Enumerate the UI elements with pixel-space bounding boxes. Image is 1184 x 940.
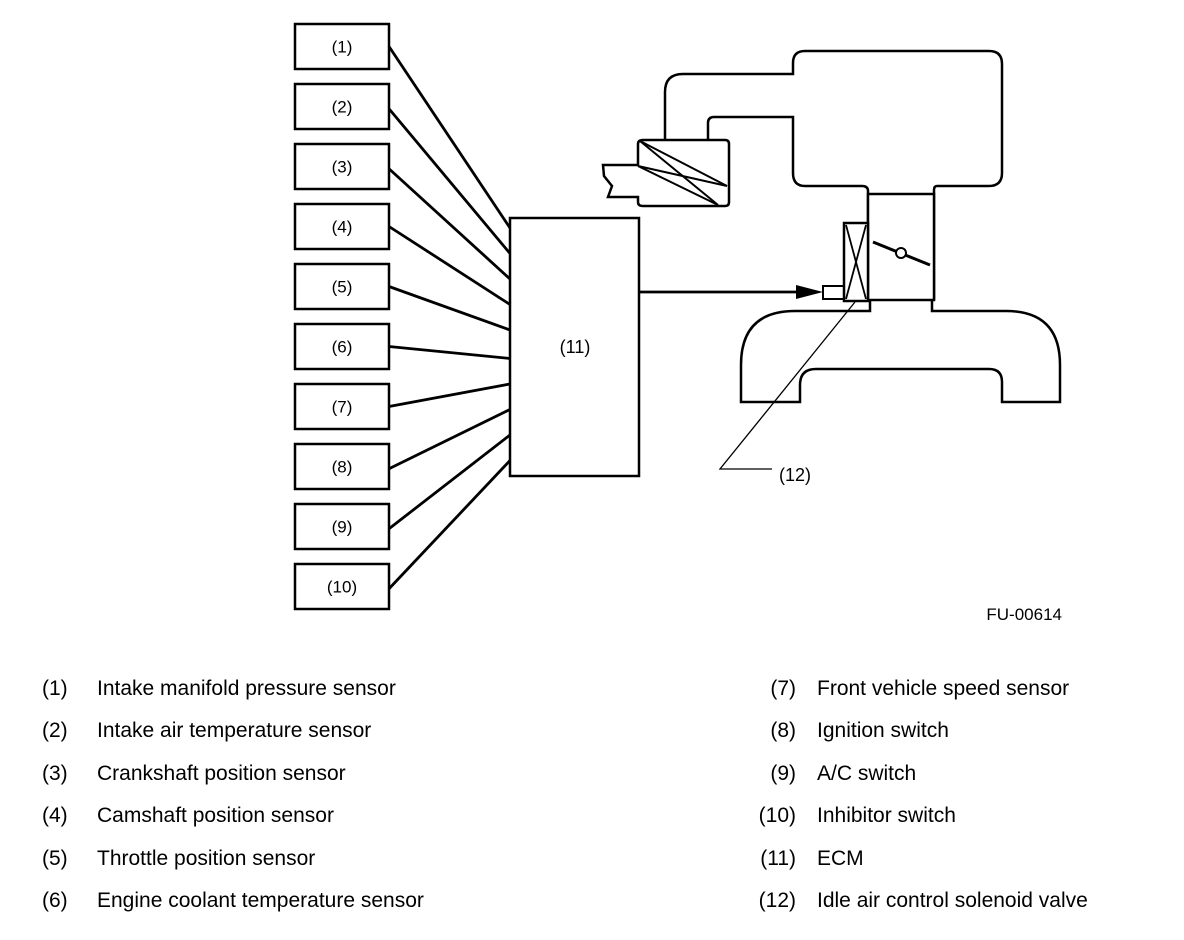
legend-item: (9) A/C switch [748,753,1088,795]
legend-item: (3) Crankshaft position sensor [42,753,424,795]
sensor-wire-9 [388,433,511,530]
ecm-box [508,216,641,478]
legend-number: (7) [770,677,796,700]
sensor-box-1: (1) [293,22,391,71]
legend-text: ECM [817,846,864,870]
legend-number: (10) [758,804,796,828]
sensor-box-7: (7) [293,382,391,431]
legend-number: (8) [770,719,796,743]
sensor-wire-8 [388,408,511,471]
sensor-label: (9) [332,518,353,537]
legend-text: Crankshaft position sensor [97,761,346,785]
figure-id: FU-00614 [986,605,1062,624]
sensor-wire-7 [388,382,511,408]
legend-text: Throttle position sensor [97,846,316,870]
legend-text: Inhibitor switch [817,804,956,828]
valve-connector [822,285,845,300]
legend-item: (7) Front vehicle speed sensor [748,668,1088,710]
solenoid-cross-icon [845,224,867,300]
legend-item: (12) Idle air control solenoid valve [748,880,1088,922]
arrowhead-icon [796,285,823,299]
sensor-box-8: (8) [293,442,391,491]
sensor-wire-6 [388,345,511,360]
sensor-box-2: (2) [293,82,391,131]
legend-number: (3) [42,761,68,785]
sensor-label: (4) [332,218,353,237]
sensor-label: (5) [332,278,353,297]
sensor-label: (8) [332,458,353,477]
sensor-label: (1) [332,38,353,57]
idle-air-control-diagram: (1) (2) (3) (4) (5) (6) (7) (8) (9) (10) (11) (12… [293,22,1062,624]
legend-number: (5) [42,846,68,870]
legend-text: Engine coolant temperature sensor [97,889,424,913]
sensor-label: (6) [332,338,353,357]
legend-number: (12) [758,889,796,913]
intake-duct [663,49,1004,300]
sensor-box-3: (3) [293,142,391,191]
legend-text: Ignition switch [817,719,949,743]
legend-text: Intake manifold pressure sensor [97,677,396,700]
sensor-box-4: (4) [293,202,391,251]
legend-right: (7) Front vehicle speed sensor (8) Ignition… [748,668,1088,922]
sensor-label: (3) [332,158,353,177]
sensor-wire-5 [388,285,511,332]
sensor-box-6: (6) [293,322,391,371]
legend-text: A/C switch [817,761,917,785]
legend-text: Front vehicle speed sensor [817,677,1070,700]
intake-manifold [739,301,1062,404]
legend-number: (11) [760,846,796,870]
sensor-wire-2 [387,107,512,255]
legend-text: Intake air temperature sensor [97,719,372,743]
sensor-wire-3 [388,167,511,281]
sensor-box-9: (9) [293,502,391,551]
legend-number: (1) [42,677,68,700]
legend-item: (2) Intake air temperature sensor [42,710,424,752]
throttle-valve-icon [872,240,931,267]
legend-item: (6) Engine coolant temperature sensor [42,880,424,922]
sensor-box-10: (10) [293,562,391,611]
sensor-wire-10 [387,459,512,590]
valve-callout-line [718,301,856,470]
sensor-label: (10) [327,578,357,597]
ecm-label: (11) [560,337,591,357]
legend-text: Idle air control solenoid valve [817,889,1088,913]
legend-item: (11) ECM [748,838,1088,880]
filter-element-icon [637,140,728,206]
legend-item: (1) Intake manifold pressure sensor [42,668,424,710]
legend-text: Camshaft position sensor [97,804,334,828]
legend-number: (2) [42,719,68,743]
valve-callout-label: (12) [779,465,811,485]
legend-item: (8) Ignition switch [748,710,1088,752]
legend-number: (4) [42,804,68,828]
sensor-label: (2) [332,98,353,117]
sensor-box-5: (5) [293,262,391,311]
legend-item: (4) Camshaft position sensor [42,795,424,837]
sensor-label: (7) [332,398,353,417]
legend-item: (5) Throttle position sensor [42,838,424,880]
legend-number: (9) [770,761,796,785]
legend-left: (1) Intake manifold pressure sensor (2) Int… [42,668,424,922]
sensor-wire-4 [388,225,511,306]
legend-number: (6) [42,889,68,913]
sensor-wire-1 [387,45,512,229]
legend-item: (10) Inhibitor switch [748,795,1088,837]
